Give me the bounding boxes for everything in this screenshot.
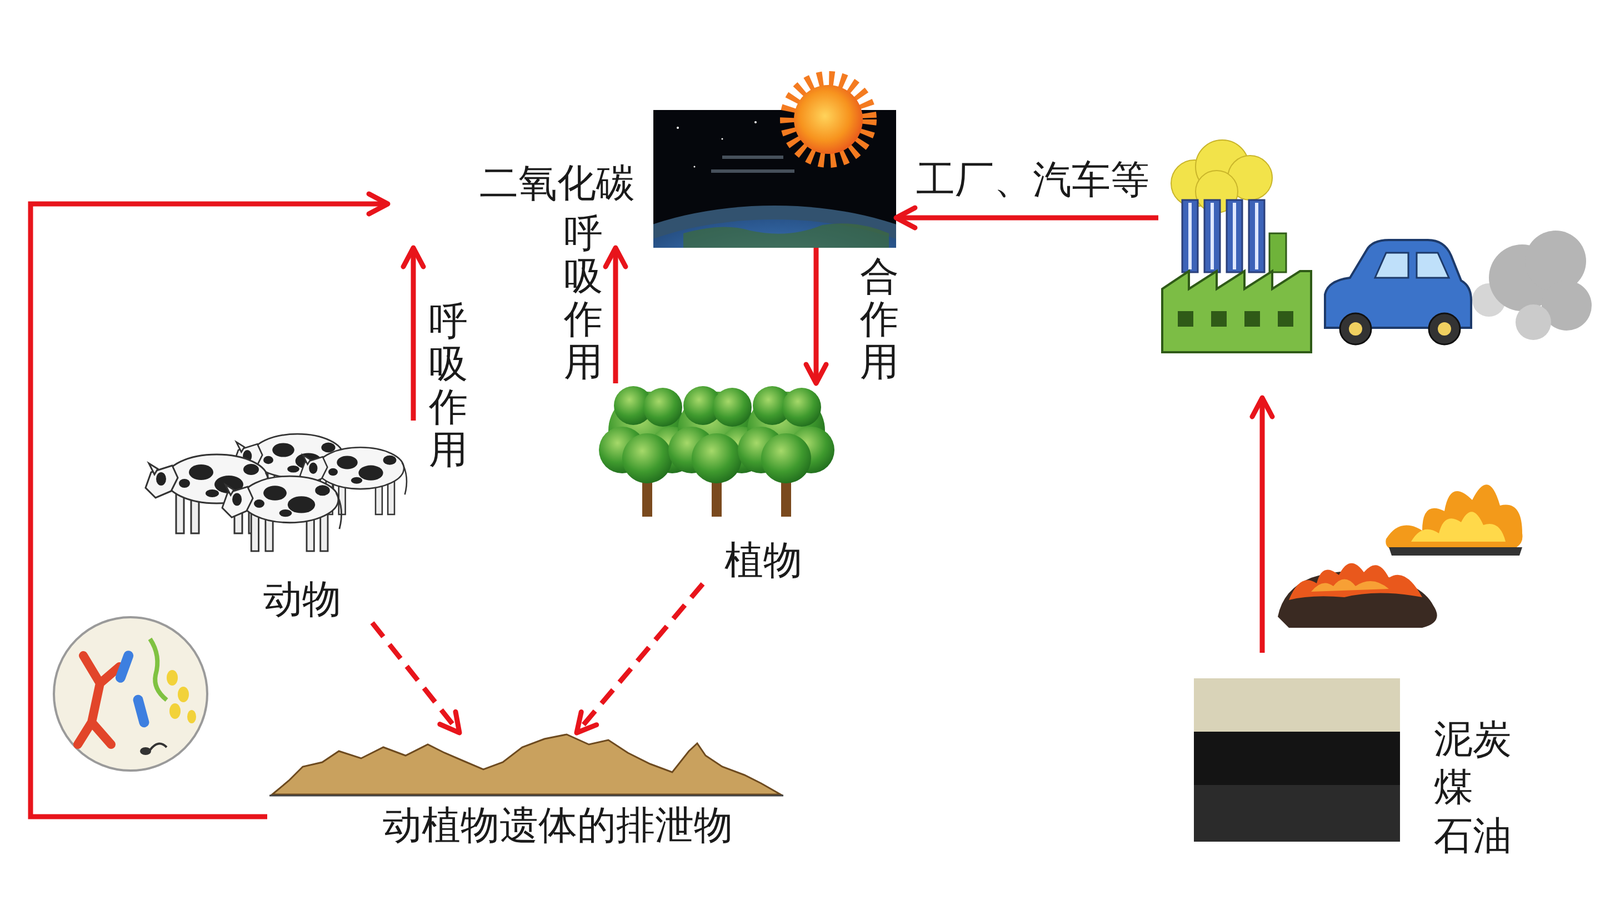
- factory: [1210, 202, 1214, 270]
- dashed-arrow: [372, 622, 460, 733]
- fossil-layers: [1193, 678, 1400, 732]
- car: [1375, 252, 1409, 278]
- factory: [1226, 200, 1243, 273]
- microbes: [150, 743, 167, 750]
- trees: [598, 386, 835, 517]
- flames: [1388, 547, 1523, 556]
- microbes: [132, 693, 151, 729]
- microbes: [177, 686, 189, 703]
- factory: [1182, 200, 1198, 273]
- remains-node: 动植物遗体的排泄物: [267, 732, 784, 849]
- arrow: [30, 203, 388, 817]
- factory: [1177, 311, 1194, 327]
- microbes: [113, 649, 135, 685]
- factory: [1211, 311, 1227, 327]
- arrow: [411, 247, 417, 421]
- fossil-fuel-node: 泥炭煤石油: [1188, 652, 1521, 860]
- burning-coal: [1288, 563, 1423, 600]
- node-label: 石油: [1433, 816, 1512, 855]
- arrow: [813, 247, 819, 384]
- microbes: [187, 710, 197, 724]
- earth-picture: [676, 126, 679, 129]
- microbes: [140, 747, 152, 755]
- arrow: [896, 215, 1159, 221]
- exhaust: [1515, 304, 1552, 340]
- node-label: 煤: [1433, 767, 1473, 807]
- microbes: [166, 670, 178, 686]
- burning-coal: [1311, 579, 1389, 593]
- process-label: 呼吸作用: [563, 212, 603, 384]
- arrow: [1260, 397, 1265, 653]
- factory: [1188, 202, 1192, 270]
- car: [1325, 240, 1472, 345]
- fossil-layers: [1193, 731, 1400, 785]
- flames: [1411, 511, 1506, 542]
- sun: [788, 79, 869, 160]
- car: [1428, 313, 1460, 345]
- node-label: 动植物遗体的排泄物: [382, 805, 733, 845]
- earth-picture: [693, 166, 696, 168]
- factory: [1255, 202, 1259, 270]
- remains-mound: [272, 734, 781, 795]
- cows: [222, 476, 342, 552]
- dashed-arrow: [576, 583, 703, 733]
- remains-mound: [269, 795, 784, 797]
- flames: [1385, 484, 1523, 556]
- microbes: [169, 703, 181, 719]
- factory: [1162, 140, 1312, 353]
- exhaust: [1472, 230, 1592, 340]
- node-label: 泥炭: [1433, 719, 1512, 759]
- earth-picture: [653, 219, 897, 248]
- factory-node: 工厂、汽车等: [1158, 150, 1598, 398]
- earth-picture: [721, 138, 724, 140]
- microbes: [150, 638, 167, 700]
- exhaust: [1525, 230, 1587, 292]
- node-label: 植物: [724, 540, 803, 580]
- microbes: [53, 617, 208, 771]
- microbes: [53, 617, 208, 771]
- factory: [1269, 233, 1287, 273]
- arrow: [613, 247, 619, 384]
- earth-picture: [754, 121, 757, 124]
- factory: [1162, 271, 1312, 353]
- flames: [1385, 484, 1523, 552]
- earth-picture: [711, 169, 795, 173]
- node-label: 二氧化碳: [479, 163, 635, 203]
- factory: [1204, 200, 1220, 273]
- car: [1437, 322, 1452, 336]
- car: [1340, 313, 1372, 345]
- cows: [145, 433, 407, 552]
- remains-mound: [269, 734, 784, 796]
- earth-picture: [653, 205, 897, 248]
- factory: [1182, 200, 1265, 273]
- factory: [1244, 311, 1260, 327]
- car: [1416, 252, 1449, 278]
- trees: [737, 386, 835, 517]
- process-label: 合作用: [860, 255, 899, 384]
- node-label: 动物: [263, 579, 342, 619]
- factory: [1232, 202, 1237, 270]
- microbes: [77, 655, 120, 745]
- fossil-layers: [1193, 785, 1400, 842]
- car: [1348, 322, 1363, 336]
- factory: [1277, 311, 1294, 327]
- node-label: 工厂、汽车等: [916, 160, 1150, 199]
- process-label: 呼吸作用: [428, 300, 468, 472]
- sun: [793, 85, 863, 154]
- co2-node: 二氧化碳: [387, 110, 897, 248]
- earth-picture: [722, 155, 784, 159]
- sun: [788, 79, 869, 160]
- factory: [1248, 200, 1265, 273]
- plant-node: 植物: [588, 383, 842, 584]
- animal-node: 动物: [137, 420, 419, 623]
- earth-picture: [683, 223, 889, 248]
- fossil-layers: [1193, 678, 1400, 842]
- burning-coal: [1277, 563, 1438, 628]
